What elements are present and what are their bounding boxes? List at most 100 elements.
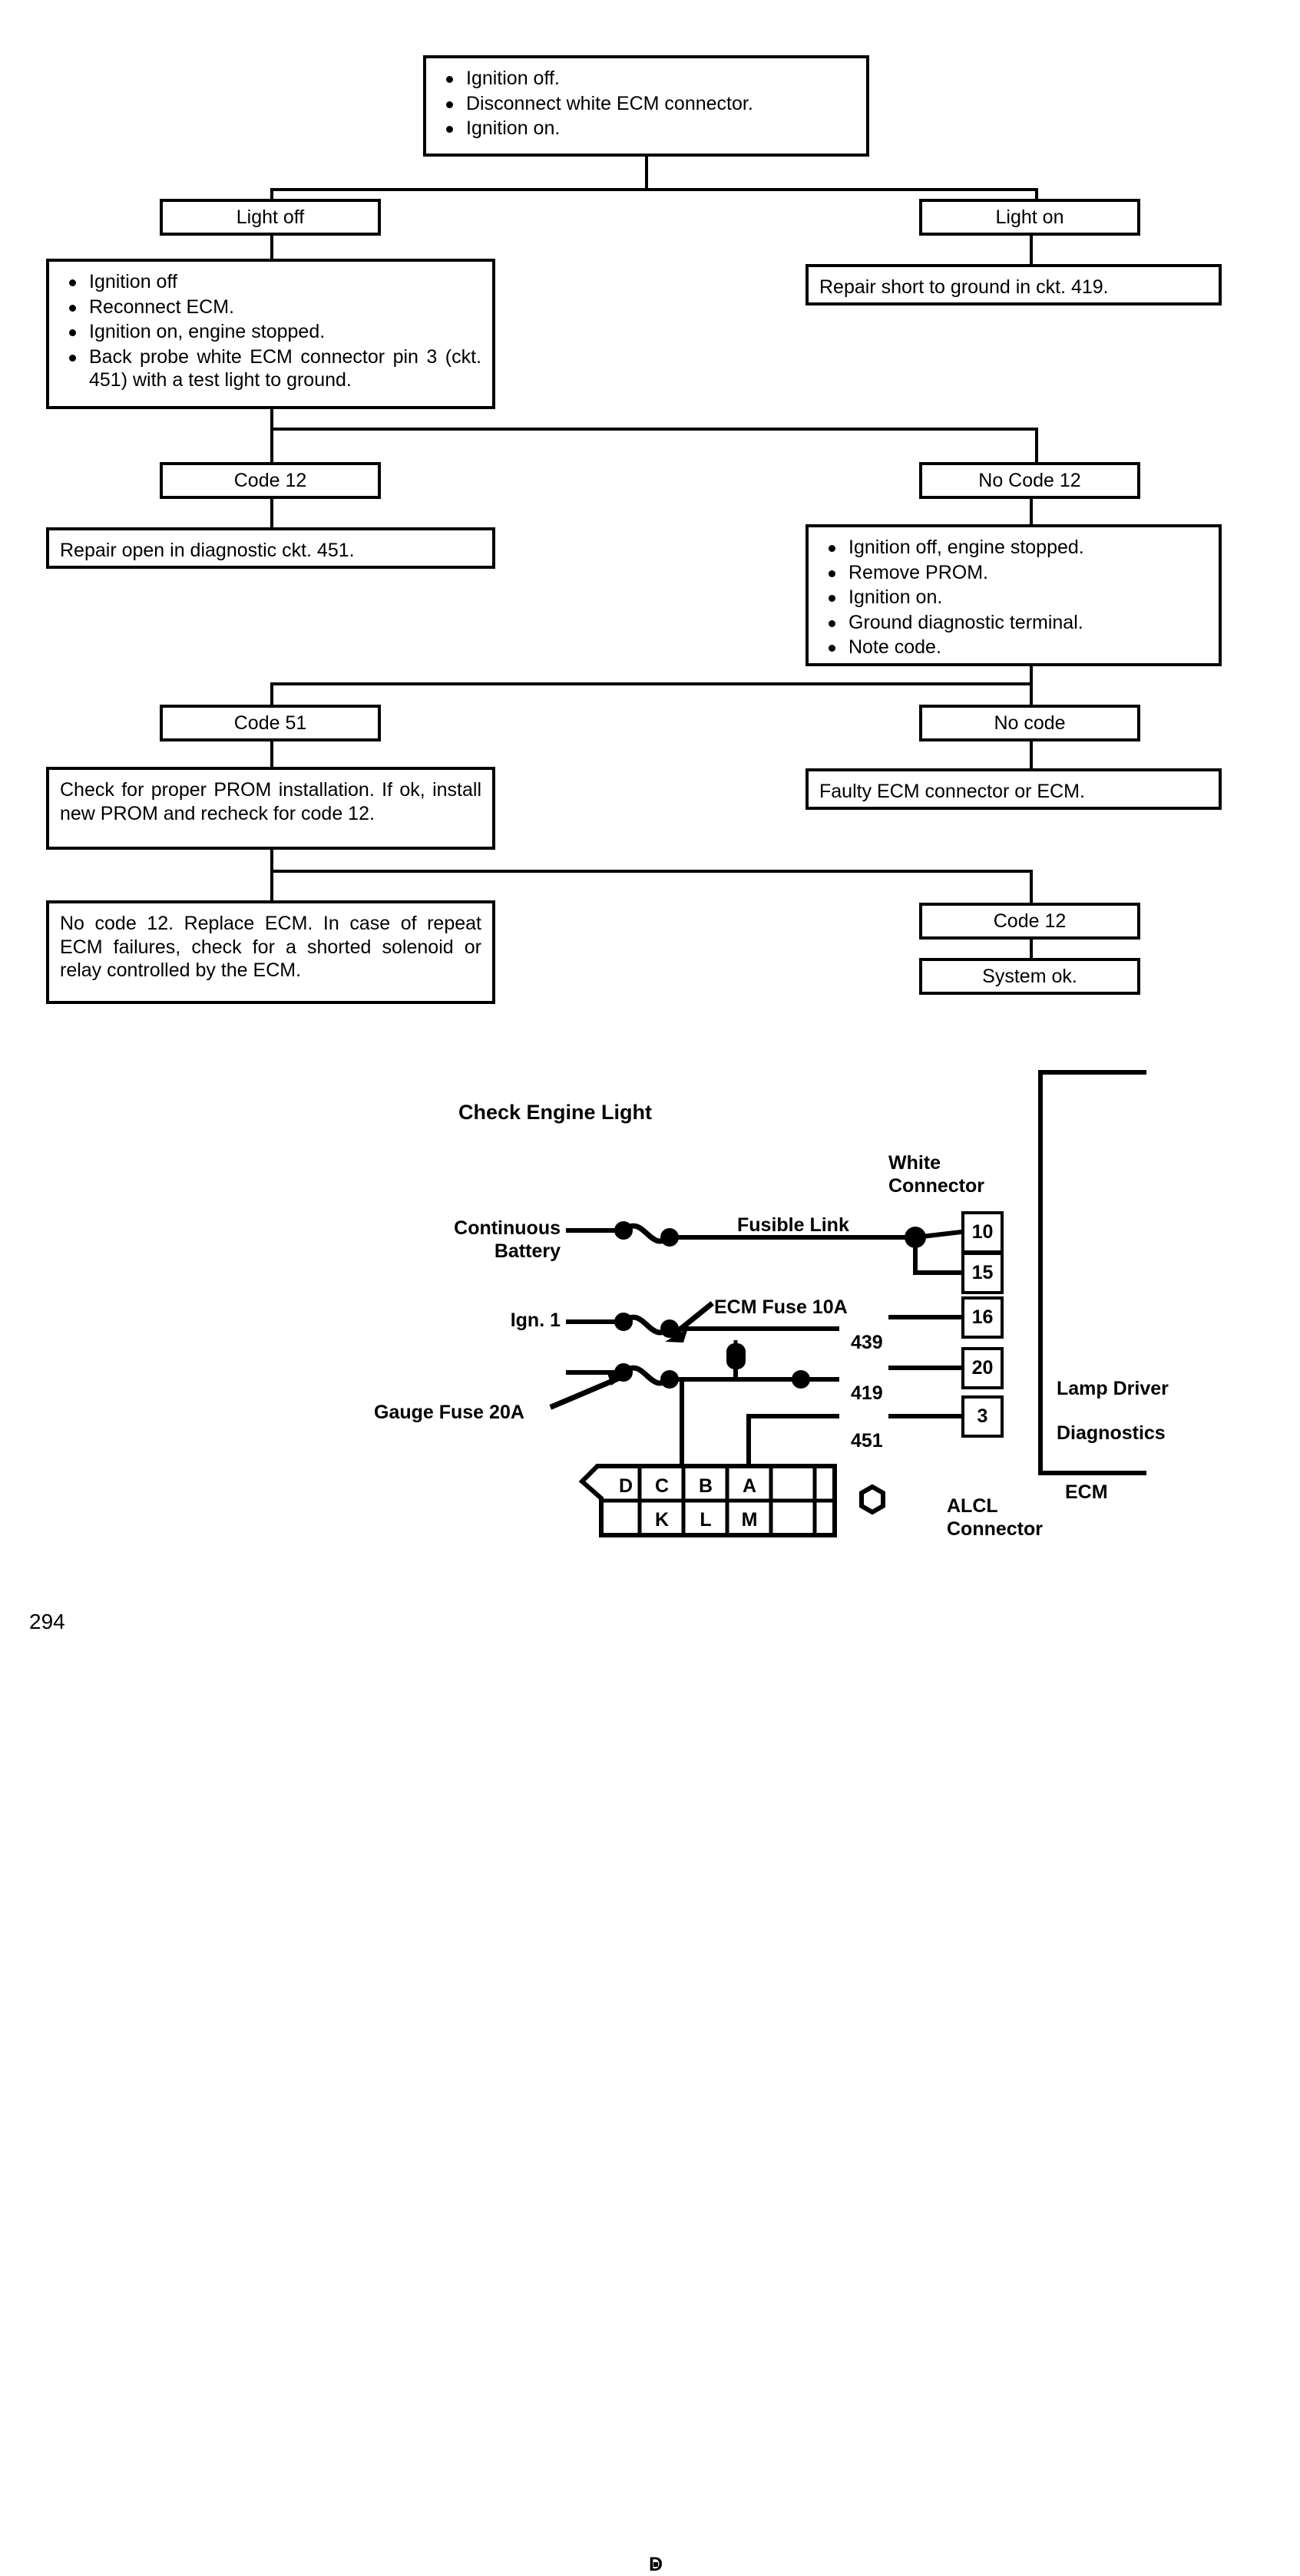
diagnostics-label: Diagnostics: [1057, 1422, 1166, 1444]
white-connector-label: White Connector: [888, 1152, 984, 1197]
connector-probe-down: [270, 409, 273, 430]
start-step-bullet-list: Ignition off. Disconnect white ECM conne…: [437, 67, 855, 140]
connector-bus3-left-drop: [270, 682, 273, 705]
page-number: 294: [29, 1610, 65, 1633]
alcl-pin-b-label: B: [698, 1475, 713, 1497]
flow-node-repair-open-451: Repair open in diagnostic ckt. 451.: [46, 527, 495, 569]
wire-branch-to-pin15: [913, 1235, 964, 1275]
alcl-pin-a-label: A: [742, 1475, 757, 1497]
dot-ign1: [614, 1313, 633, 1331]
dot-gauge-in: [614, 1363, 633, 1382]
connector-bus2-left-drop: [270, 428, 273, 462]
no-code-label: No code: [994, 712, 1066, 734]
prom-step-bullet-2: Ignition on.: [819, 586, 1208, 609]
connector-code12lower-down: [1030, 940, 1033, 958]
circuit-451-label: 451: [851, 1430, 883, 1451]
dot-battery: [614, 1221, 633, 1240]
white-connector-pin-15: 15: [961, 1252, 1004, 1294]
probe-step-bullet-3: Back probe white ECM connector pin 3 (ck…: [60, 345, 481, 392]
faulty-ecm-text: Faulty ECM connector or ECM.: [819, 781, 1085, 802]
system-ok-label: System ok.: [982, 965, 1077, 987]
connector-bus2-right-drop: [1035, 428, 1038, 462]
wiring-diagram: Check Engine Light White Connector Conti…: [0, 1070, 1300, 2575]
connector-code51-down: [270, 741, 273, 767]
connector-bus4-left-drop: [270, 870, 273, 903]
flow-node-code-12-lower: Code 12: [919, 903, 1140, 940]
ecm-label: ECM: [1065, 1481, 1108, 1503]
prom-step-bullet-0: Ignition off, engine stopped.: [819, 536, 1208, 560]
repair-open-451-text: Repair open in diagnostic ckt. 451.: [60, 540, 355, 561]
light-on-label: Light on: [995, 206, 1064, 228]
start-step-bullet-0: Ignition off.: [437, 67, 855, 91]
repair-short-419-text: Repair short to ground in ckt. 419.: [819, 276, 1109, 298]
ecm-bracket: [1038, 1070, 1146, 1475]
flow-node-code-12: Code 12: [160, 462, 381, 499]
flow-node-start-step: Ignition off. Disconnect white ECM conne…: [423, 55, 869, 157]
dot-gauge-out: [660, 1370, 679, 1389]
gauge-fuse-20a-label: Gauge Fuse 20A: [374, 1402, 524, 1423]
connector-bus-3: [270, 682, 1033, 685]
connector-light-off-down: [270, 236, 273, 259]
gauge-fuse-arrow-shaft: [549, 1375, 622, 1410]
flow-node-probe-step: Ignition off Reconnect ECM. Ignition on,…: [46, 259, 495, 409]
dot-pin10-branch: [905, 1227, 926, 1248]
flow-node-replace-ecm: No code 12. Replace ECM. In case of repe…: [46, 900, 495, 1004]
alcl-pin-c-label: C: [654, 1475, 670, 1497]
no-code-12-label: No Code 12: [978, 469, 1081, 491]
connector-code12-down: [270, 499, 273, 528]
dot-ecm-fuse-out: [660, 1319, 679, 1338]
alcl-body-outline: [578, 1464, 837, 1537]
lamp-driver-label: Lamp Driver: [1057, 1378, 1169, 1399]
connector-bus3-right-drop: [1030, 682, 1033, 705]
code-12-label: Code 12: [233, 469, 307, 491]
connector-bus-2: [270, 428, 1038, 431]
connector-prom-down: [1030, 666, 1033, 685]
white-connector-pin-20: 20: [961, 1347, 1004, 1389]
alcl-pin-m-label: M: [741, 1509, 758, 1531]
code-12-lower-label: Code 12: [993, 910, 1067, 932]
alcl-pin-d-label: D: [618, 1475, 633, 1497]
connector-checkprom-down: [270, 850, 273, 872]
flow-node-light-on: Light on: [919, 199, 1140, 236]
start-step-bullet-2: Ignition on.: [437, 117, 855, 140]
ign-1-label: Ign. 1: [510, 1309, 561, 1331]
flow-node-no-code: No code: [919, 705, 1140, 741]
alcl-connector-label: ALCL Connector: [947, 1495, 1043, 1540]
connector-bus-4: [270, 870, 1033, 873]
ecm-fuse-10a-label: ECM Fuse 10A: [714, 1296, 848, 1318]
replace-ecm-text: No code 12. Replace ECM. In case of repe…: [60, 913, 481, 981]
connector-bus4-right-drop: [1030, 870, 1033, 903]
probe-step-bullet-list: Ignition off Reconnect ECM. Ignition on,…: [60, 270, 481, 392]
flow-node-light-off: Light off: [160, 199, 381, 236]
alcl-pin-D: D: [648, 2553, 663, 2575]
white-connector-pin-3: 3: [961, 1395, 1004, 1438]
lamp-symbol: [726, 1340, 746, 1369]
dot-419-branch: [792, 1370, 810, 1389]
probe-step-bullet-0: Ignition off: [60, 270, 481, 294]
probe-step-bullet-2: Ignition on, engine stopped.: [60, 320, 481, 344]
flow-node-check-prom: Check for proper PROM installation. If o…: [46, 767, 495, 850]
flow-node-faulty-ecm: Faulty ECM connector or ECM.: [805, 768, 1222, 810]
connector-nocode-down: [1030, 741, 1033, 768]
dot-fusible-out: [660, 1228, 679, 1247]
connector-bus-1: [270, 188, 1038, 191]
flow-node-code-51: Code 51: [160, 705, 381, 741]
continuous-battery-label: Continuous Battery: [454, 1217, 561, 1262]
alcl-pin-l-label: L: [700, 1509, 712, 1531]
prom-step-bullet-3: Ground diagnostic terminal.: [819, 611, 1208, 635]
circuit-419-label: 419: [851, 1382, 883, 1404]
flow-node-system-ok: System ok.: [919, 958, 1140, 995]
wiring-title: Check Engine Light: [458, 1101, 653, 1124]
prom-step-bullet-list: Ignition off, engine stopped. Remove PRO…: [819, 536, 1208, 659]
connector-bus1-left-drop: [270, 188, 273, 201]
alcl-hex-icon: [859, 1484, 885, 1515]
connector-light-on-down: [1030, 236, 1033, 264]
connector-bus1-right-drop: [1035, 188, 1038, 201]
ecm-fuse-arrow-shaft: [670, 1301, 714, 1338]
check-prom-text: Check for proper PROM installation. If o…: [60, 779, 481, 824]
connector-start-down: [645, 157, 648, 190]
light-off-label: Light off: [236, 206, 305, 228]
ecm-fuse-arrow-head: [665, 1328, 688, 1342]
flow-node-repair-short-419: Repair short to ground in ckt. 419.: [805, 264, 1222, 305]
flow-node-prom-step: Ignition off, engine stopped. Remove PRO…: [805, 524, 1222, 666]
